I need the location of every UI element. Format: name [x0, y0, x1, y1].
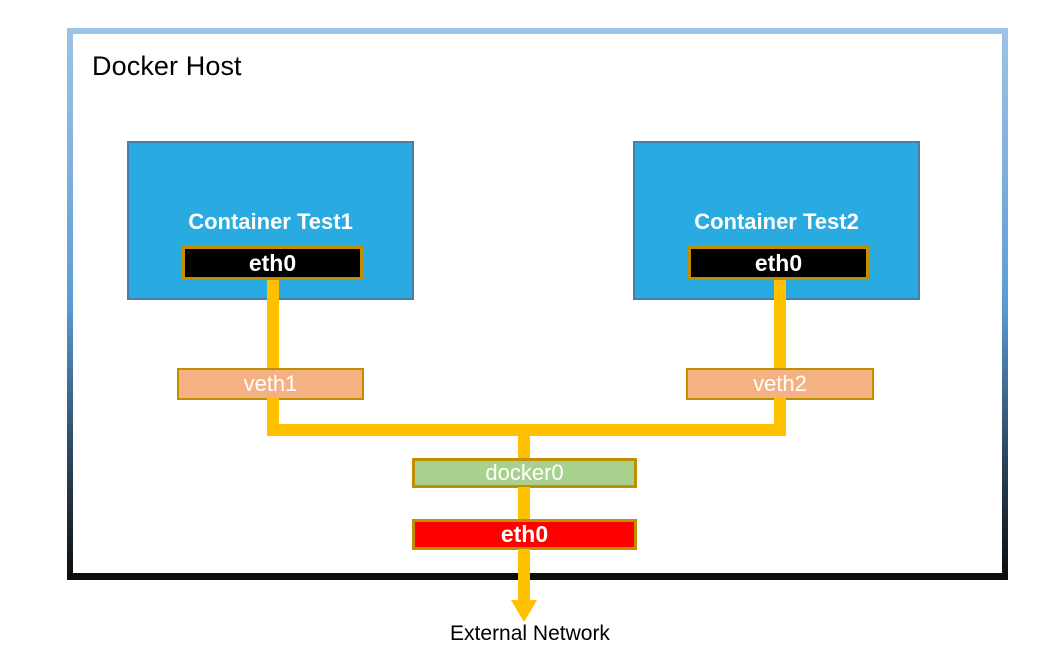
- frame-edge-bottom: [67, 573, 1008, 580]
- docker0-bridge-box[interactable]: docker0: [412, 458, 637, 488]
- external-network-label: External Network: [450, 622, 610, 645]
- container-eth0-test1[interactable]: eth0: [182, 246, 363, 280]
- arrow-down-icon: [511, 600, 537, 622]
- host-eth0-box[interactable]: eth0: [412, 519, 637, 550]
- docker-host-frame: [67, 28, 1008, 580]
- frame-edge-left: [67, 28, 73, 580]
- wire-test2-eth0-to-veth2: [774, 280, 786, 370]
- container-label-test1: Container Test1: [188, 209, 353, 234]
- veth2-box[interactable]: veth2: [686, 368, 874, 400]
- wire-host-eth0-to-external: [518, 549, 530, 605]
- wire-test1-eth0-to-veth1: [267, 280, 279, 370]
- veth1-box[interactable]: veth1: [177, 368, 364, 400]
- wire-bus-to-docker0: [518, 424, 530, 460]
- frame-edge-right: [1002, 28, 1008, 580]
- docker-host-title: Docker Host: [92, 51, 242, 81]
- frame-edge-top: [67, 28, 1008, 34]
- container-label-test2: Container Test2: [694, 209, 859, 234]
- container-eth0-test2[interactable]: eth0: [688, 246, 869, 280]
- wire-docker0-to-host-eth0: [518, 487, 530, 521]
